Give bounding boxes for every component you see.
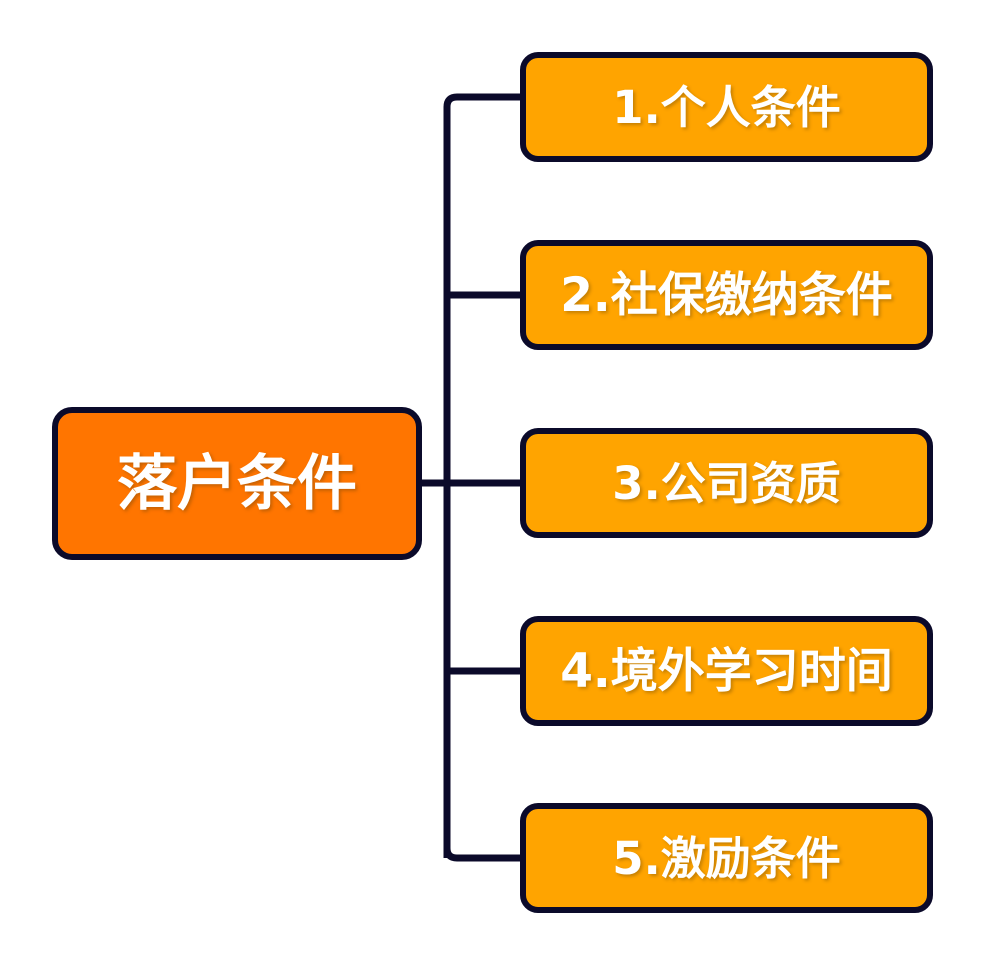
child-node-label: 3.公司资质 (612, 456, 841, 510)
child-node-label: 4.境外学习时间 (560, 643, 893, 699)
child-node-label: 1.个人条件 (612, 80, 841, 134)
child-node-label: 5.激励条件 (612, 831, 841, 885)
child-node-social-insurance-conditions[interactable]: 2.社保缴纳条件 (520, 240, 933, 350)
child-node-company-qualification[interactable]: 3.公司资质 (520, 428, 933, 538)
root-node[interactable]: 落户条件 (52, 407, 422, 560)
connector-branch-5 (443, 847, 520, 862)
child-node-personal-conditions[interactable]: 1.个人条件 (520, 52, 933, 162)
child-node-incentive-conditions[interactable]: 5.激励条件 (520, 803, 933, 913)
child-node-label: 2.社保缴纳条件 (560, 267, 893, 323)
child-node-overseas-study-duration[interactable]: 4.境外学习时间 (520, 616, 933, 726)
root-node-label: 落户条件 (117, 448, 357, 519)
connector-branch-1 (443, 93, 520, 117)
